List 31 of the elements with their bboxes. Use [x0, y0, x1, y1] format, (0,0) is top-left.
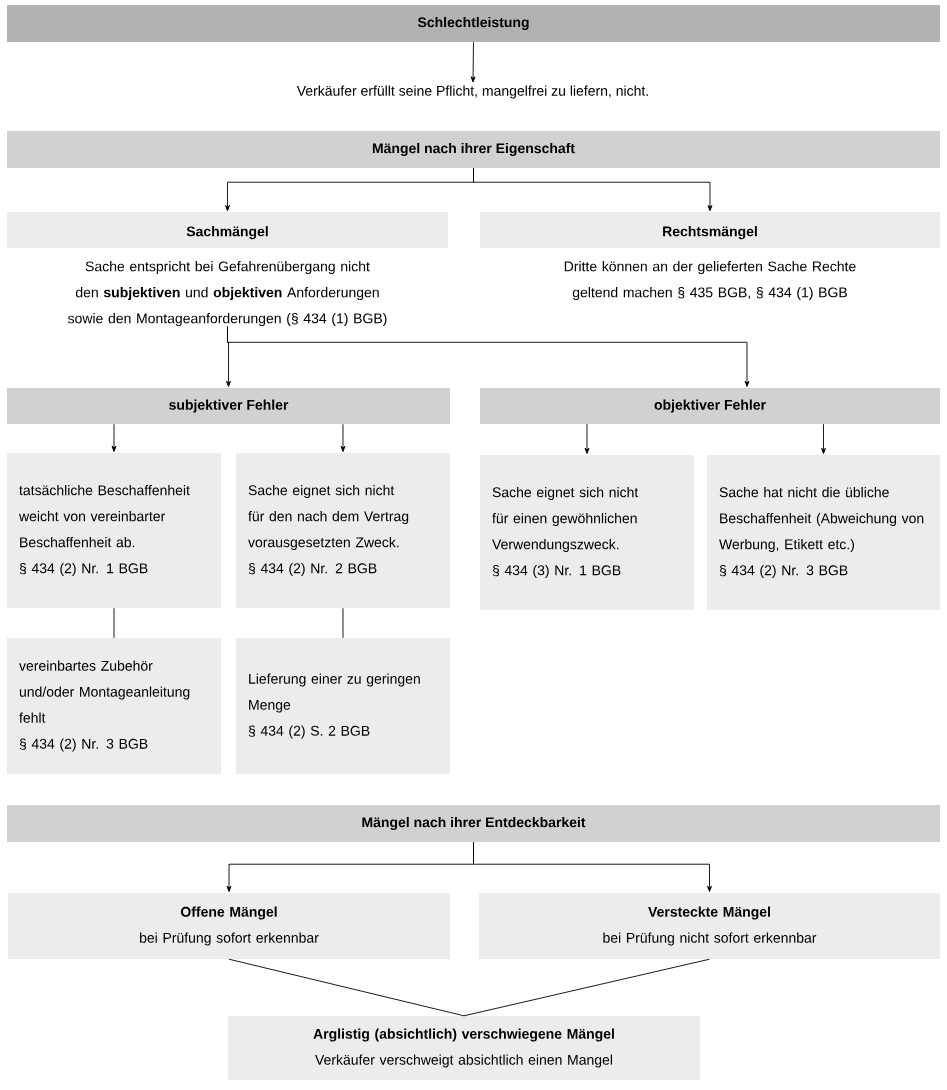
- heading-bar: objektiver Fehler: [480, 388, 940, 424]
- connector-line: [113, 607, 115, 639]
- description-box: tatsächliche Beschaffenheit weicht von vereinbarter Beschaffenheit ab. § 434 (2) Nr. 1 BGB: [7, 453, 221, 608]
- node-label: Sache entspricht bei Gefahrenübergang nicht den subjektiven und objektiven Anforderungen sowie den Montageanforderungen (§ 434 (1) BGB): [67, 261, 387, 327]
- statement-text: Verkäufer erfüllt seine Pflicht, mangelfrei zu liefern, nicht.: [296, 85, 648, 99]
- category-box: Arglistig (absichtlich) verschwiegene Mängel Verkäufer verschweigt absichtlich einen Mangel: [228, 1016, 700, 1080]
- arrow: [473, 167, 713, 212]
- heading-bar: Mängel nach ihrer Eigenschaft: [7, 131, 940, 168]
- arrow: [821, 423, 826, 454]
- description-box: Sache eignet sich nicht für den nach dem Vertrag vorausgesetzten Zweck. § 434 (2) Nr. 2 BGB: [236, 453, 450, 608]
- arrow: [227, 325, 750, 387]
- arrow: [470, 41, 476, 83]
- arrow: [584, 423, 590, 454]
- description-box: Lieferung einer zu geringen Menge § 434 (2) S. 2 BGB: [236, 638, 450, 774]
- connector-line: [463, 958, 710, 1017]
- connector-line: [228, 958, 465, 1017]
- description-box: vereinbartes Zubehör und/oder Montageanleitung fehlt § 434 (2) Nr. 3 BGB: [7, 638, 221, 774]
- arrow: [473, 841, 712, 892]
- category-box: Offene Mängel bei Prüfung sofort erkennbar: [8, 893, 450, 959]
- connector-line: [342, 607, 344, 639]
- description-box: Sache hat nicht die übliche Beschaffenheit (Abweichung von Werbung, Etikett etc.) § 434 (2) Nr. 3 BGB: [707, 455, 940, 610]
- category-section: Sachmängel Sache entspricht bei Gefahrenübergang nicht den subjektiven und objektiven Anforderungen sowie den Montageanforderungen (§ 434 (1) BGB): [7, 212, 448, 327]
- arrow: [340, 423, 346, 452]
- heading-bar: subjektiver Fehler: [7, 388, 450, 424]
- arrow: [111, 423, 117, 452]
- category-box: Versteckte Mängel bei Prüfung nicht sofort erkennbar: [479, 893, 940, 959]
- category-section: Rechtsmängel Dritte können an der gelieferten Sache Rechte geltend machen § 435 BGB, § 434 (1) BGB: [480, 212, 940, 301]
- heading-bar: Schlechtleistung: [7, 5, 940, 42]
- heading-bar: Mängel nach ihrer Entdeckbarkeit: [7, 805, 940, 842]
- node-label: Dritte können an der gelieferten Sache Rechte geltend machen § 435 BGB, § 434 (1) BGB: [564, 261, 856, 301]
- description-box: Sache eignet sich nicht für einen gewöhnlichen Verwendungszweck. § 434 (3) Nr. 1 BGB: [480, 455, 694, 610]
